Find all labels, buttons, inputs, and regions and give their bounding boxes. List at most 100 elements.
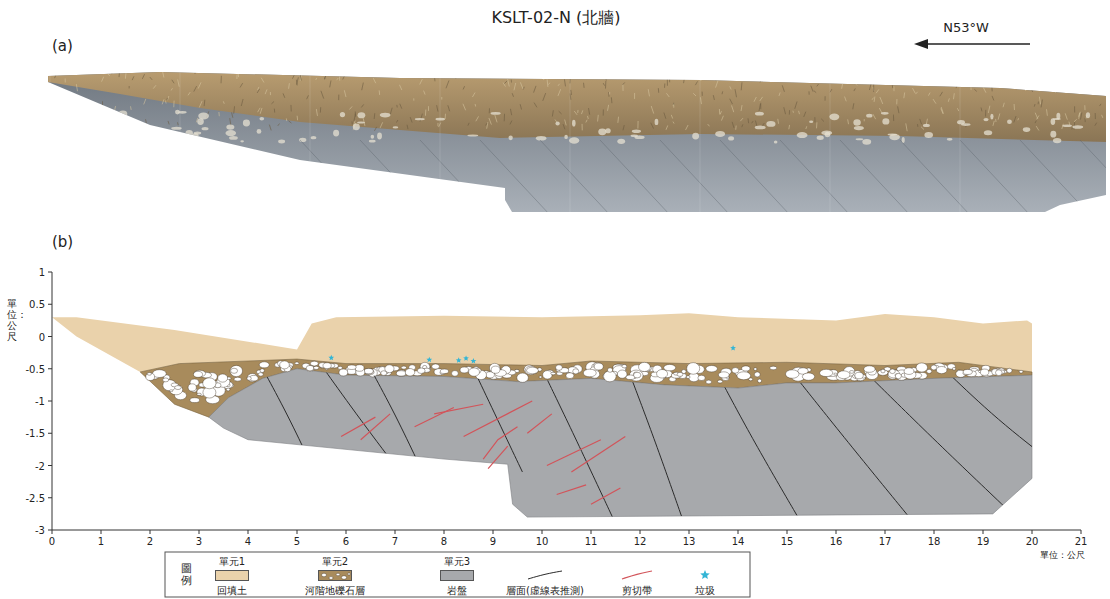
photo-pebble bbox=[564, 135, 568, 139]
photo-grass bbox=[648, 89, 649, 96]
photo-grass bbox=[166, 98, 168, 100]
gravel-clast bbox=[1019, 370, 1023, 373]
x-axis bbox=[52, 530, 1081, 531]
photo-grass bbox=[475, 104, 477, 107]
y-tick bbox=[48, 530, 52, 531]
photo-pebble bbox=[634, 135, 644, 139]
x-tick-label: 9 bbox=[490, 536, 496, 547]
photo-grid bbox=[180, 72, 181, 215]
photo-grass bbox=[896, 99, 897, 104]
gravel-clast bbox=[396, 371, 405, 376]
gravel-clast bbox=[927, 369, 932, 373]
photo-grass bbox=[269, 125, 271, 131]
photo-pebble bbox=[185, 130, 192, 136]
x-tick-label: 5 bbox=[294, 536, 300, 547]
photo-bedding bbox=[600, 140, 670, 215]
photo-grass bbox=[71, 102, 73, 107]
photo-grass bbox=[795, 102, 797, 109]
photo-grass bbox=[605, 81, 606, 89]
photo-grass bbox=[1026, 69, 1027, 76]
shear-zone bbox=[571, 436, 625, 471]
photo-grass bbox=[586, 120, 587, 123]
photo-grass bbox=[503, 83, 505, 87]
photo-grass bbox=[903, 92, 905, 98]
photo-grass bbox=[1079, 112, 1081, 119]
trash-marker bbox=[456, 357, 462, 362]
photo-grass bbox=[144, 99, 146, 104]
photo-grass bbox=[992, 96, 994, 101]
photo-grass bbox=[708, 124, 710, 126]
bedding-plane bbox=[371, 369, 420, 466]
photo-grass bbox=[695, 81, 697, 85]
photo-grass bbox=[343, 76, 345, 80]
x-tick-label: 2 bbox=[147, 536, 153, 547]
photo-grass bbox=[740, 118, 743, 121]
x-tick-label: 8 bbox=[441, 536, 447, 547]
photo-grass bbox=[804, 112, 806, 117]
photo-grass bbox=[917, 124, 918, 127]
photo-grass bbox=[558, 89, 561, 96]
photo-grass bbox=[49, 94, 51, 100]
photo-grass bbox=[420, 79, 423, 84]
photo-grass bbox=[448, 105, 450, 111]
photo-grass bbox=[290, 105, 291, 111]
photo-soil bbox=[48, 72, 1106, 142]
photo-grass bbox=[608, 105, 609, 111]
gravel-clast bbox=[322, 573, 327, 577]
shear-zone bbox=[488, 446, 508, 469]
gravel-clast bbox=[306, 365, 314, 370]
photo-grass bbox=[510, 109, 511, 115]
photo-grid bbox=[700, 72, 701, 215]
swatch-clasts bbox=[319, 571, 352, 581]
bedding-plane bbox=[263, 369, 312, 466]
unit-number: 單元3 bbox=[444, 556, 470, 567]
photo-grass bbox=[564, 79, 565, 86]
photo-grass bbox=[558, 84, 560, 86]
photo-grass bbox=[874, 96, 876, 101]
unit-number: 單元1 bbox=[219, 556, 245, 567]
y-tick bbox=[48, 272, 52, 273]
gravel-clast bbox=[717, 380, 722, 383]
x-tick-label: 13 bbox=[683, 536, 696, 547]
photo-grass bbox=[130, 106, 132, 110]
photo-grass bbox=[721, 116, 723, 121]
photo-grass bbox=[814, 117, 815, 122]
photo-grass bbox=[985, 110, 986, 117]
photo-grass bbox=[150, 77, 152, 80]
photo-grass bbox=[906, 123, 907, 131]
gravel-clast bbox=[226, 388, 230, 391]
legend-swatch bbox=[318, 570, 352, 581]
photo-pebble bbox=[192, 133, 198, 139]
photo-grass bbox=[1095, 113, 1096, 119]
photo-grass bbox=[1014, 104, 1015, 110]
x-tick bbox=[1032, 530, 1033, 534]
photo-pebble bbox=[947, 138, 953, 141]
photo-grass bbox=[587, 116, 589, 119]
photo-grass bbox=[755, 121, 756, 126]
direction-label: N53°W bbox=[943, 21, 989, 35]
gravel-clast bbox=[188, 384, 196, 391]
photo-grass bbox=[811, 86, 813, 92]
photo-pebble bbox=[225, 130, 236, 136]
photo-grass bbox=[65, 105, 67, 109]
photo-grass bbox=[609, 92, 610, 95]
legend-text: 河階地礫石層 bbox=[305, 585, 365, 596]
photo-grass bbox=[223, 101, 225, 103]
photo-grass bbox=[735, 89, 736, 97]
photo-grass bbox=[732, 122, 734, 128]
gravel-clast bbox=[785, 370, 799, 378]
photo-grass bbox=[1041, 100, 1042, 108]
photo-pebble bbox=[569, 137, 579, 144]
photo-grass bbox=[76, 84, 77, 91]
photo-grass bbox=[390, 69, 391, 75]
x-tick bbox=[836, 530, 837, 534]
photo-pebble bbox=[123, 132, 133, 136]
photo-grid bbox=[440, 72, 441, 215]
photo-grass bbox=[1046, 80, 1048, 85]
trash-marker bbox=[426, 357, 432, 362]
gravel-clast bbox=[754, 372, 760, 377]
photo-bedding bbox=[480, 140, 550, 215]
bedding-plane bbox=[718, 375, 801, 523]
x-tick bbox=[983, 530, 984, 534]
gravel-clast bbox=[855, 372, 863, 378]
